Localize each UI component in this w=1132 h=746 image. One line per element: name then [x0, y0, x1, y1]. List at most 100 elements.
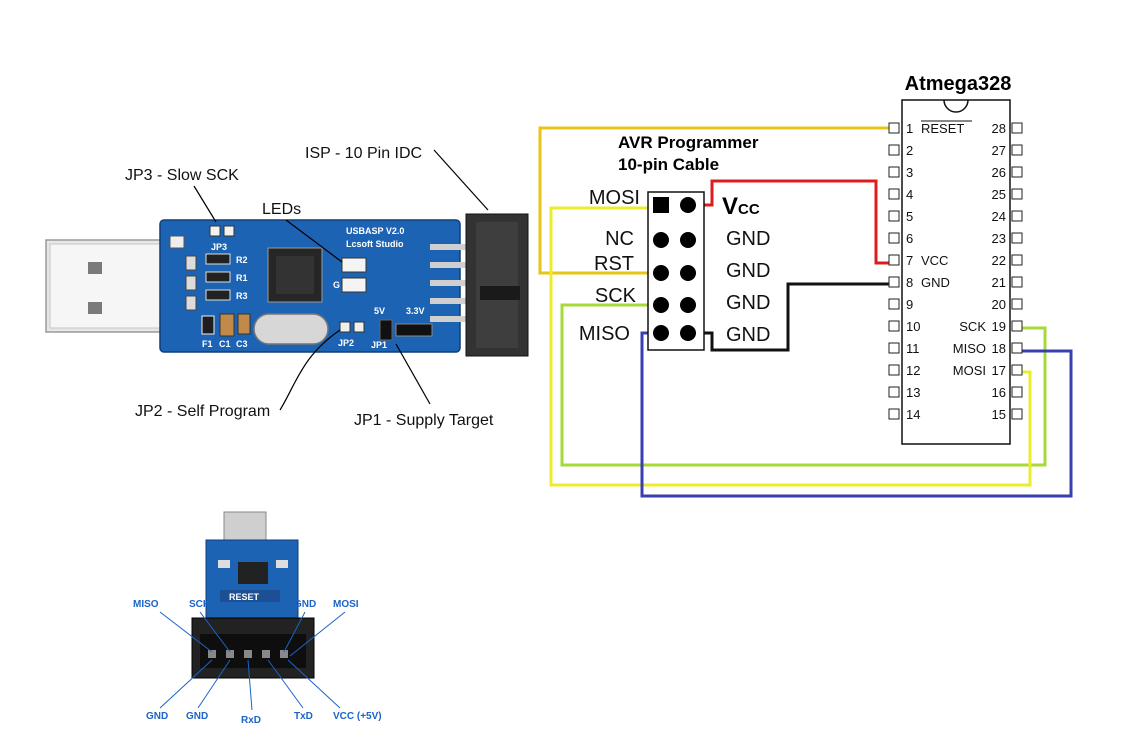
chip-pin-left-name: VCC: [921, 253, 948, 268]
cable-label-gnd: GND: [726, 292, 770, 314]
mcu-die: [276, 256, 314, 294]
resistor-r3: [205, 289, 231, 301]
cable-pin: [653, 297, 669, 313]
adapter-label-mosi: MOSI: [333, 599, 359, 610]
c1-silk: C1: [219, 339, 231, 349]
chip-pin-pad-right: [1011, 342, 1023, 354]
adapter-chip: [238, 562, 268, 584]
f1-silk: F1: [202, 339, 213, 349]
wires: [538, 126, 1073, 498]
cable-label-sck: SCK: [595, 285, 637, 307]
leds-callout-label: LEDs: [262, 201, 301, 218]
idc-key-slot: [480, 286, 520, 300]
cable-title-line2: 10-pin Cable: [618, 155, 719, 174]
adapter-reset-silk: RESET: [229, 592, 260, 602]
chip-pin-left-number: 6: [906, 231, 913, 246]
chip-pin-right-number: 18: [992, 341, 1006, 356]
jp1-33v-silk: 3.3V: [406, 306, 425, 316]
adapter-idc-pin: [244, 650, 252, 658]
crystal: [253, 313, 329, 345]
adapter-leader: [287, 659, 341, 709]
chip-pin-pad-left: [888, 232, 900, 244]
chip-pin-left-number: 13: [906, 385, 920, 400]
jp1-jumper: [379, 319, 393, 341]
leds-callout-line: [285, 219, 343, 263]
adapter-idc-pin: [208, 650, 216, 658]
r1-silk: R1: [236, 273, 248, 283]
adapter-leader: [159, 659, 213, 709]
cable-pin: [653, 325, 669, 341]
adapter-leader: [159, 611, 213, 653]
cable-label-miso: MISO: [579, 323, 630, 345]
chip-pin-left-number: 5: [906, 209, 913, 224]
chip-pin-pad-left: [888, 320, 900, 332]
chip-pin-pad-left: [888, 144, 900, 156]
chip-pin-pad-left: [888, 342, 900, 354]
jp3-pad: [223, 225, 235, 237]
chip-pin-left-number: 10: [906, 319, 920, 334]
chip-pin-pad-right: [1011, 408, 1023, 420]
adapter-leader: [267, 659, 304, 709]
adapter-label-gnd-2: GND: [186, 711, 208, 722]
chip-pin-pad-right: [1011, 122, 1023, 134]
chip-pin-pad-right: [1011, 386, 1023, 398]
chip-pin-pad-right: [1011, 364, 1023, 376]
jp2-callout-line: [279, 329, 341, 411]
chip-pin-right-number: 26: [992, 165, 1006, 180]
isp-pin: [430, 298, 470, 304]
chip-pin-left-number: 8: [906, 275, 913, 290]
isp-pin: [430, 262, 470, 268]
board-subtitle: Lcsoft Studio: [346, 239, 404, 249]
board-callouts: ISP - 10 Pin IDC JP3 - Slow SCK LEDs JP2…: [125, 145, 494, 429]
chip-pin-right-number: 22: [992, 253, 1006, 268]
adapter-usb-plug: [223, 511, 267, 543]
chip-pin-left-number: 14: [906, 407, 920, 422]
cable-pin: [653, 232, 669, 248]
r3-silk: R3: [236, 291, 248, 301]
jp1-5v-silk: 5V: [374, 306, 385, 316]
chip-pin-right-number: 19: [992, 319, 1006, 334]
adapter-leader: [289, 611, 346, 657]
adapter-idc-inner: [200, 634, 306, 668]
cable-pin: [680, 197, 696, 213]
isp-pin: [430, 316, 470, 322]
chip-pin-pad-left: [888, 166, 900, 178]
chip-pin-right-name: SCK: [959, 319, 986, 334]
small-adapter: RESET MISO SCK GND MOSI GND GND RxD TxD …: [133, 511, 382, 726]
wire-mosi: [549, 206, 1032, 487]
chip-pin-right-name: MOSI: [953, 363, 986, 378]
jp1-header: [395, 323, 433, 337]
cable-label-gnd: GND: [726, 228, 770, 250]
chip-pin-left-number: 9: [906, 297, 913, 312]
chip-pin-pad-right: [1011, 166, 1023, 178]
idc-connector-inner: [476, 222, 518, 348]
jp2-pad: [353, 321, 365, 333]
cable-label-gnd: GND: [726, 324, 770, 346]
adapter-idc-pin: [226, 650, 234, 658]
wire-vcc: [690, 179, 891, 265]
chip-pin-pad-left: [888, 210, 900, 222]
resistor-r1: [205, 271, 231, 283]
chip-pin-left-number: 3: [906, 165, 913, 180]
adapter-label-vcc: VCC (+5V): [333, 711, 382, 722]
isp-pin: [430, 280, 470, 286]
cable-label-rst: RST: [594, 253, 634, 275]
fuse-f1: [201, 315, 215, 335]
jp2-pad: [339, 321, 351, 333]
g-silk: G: [333, 280, 340, 290]
capacitor-c3: [237, 313, 251, 335]
usb-plug-inner: [49, 243, 168, 329]
chip-pin-pad-right: [1011, 298, 1023, 310]
chip-pin-right-number: 15: [992, 407, 1006, 422]
adapter-idc-pin: [262, 650, 270, 658]
chip-pin-left-number: 7: [906, 253, 913, 268]
chip-pin-right-number: 21: [992, 275, 1006, 290]
chip-pin-right-number: 16: [992, 385, 1006, 400]
adapter-part: [276, 560, 288, 568]
chip-pin-right-name: MISO: [953, 341, 986, 356]
chip-pin-left-name: RESET: [921, 121, 964, 136]
chip-body: [901, 99, 1011, 445]
chip-pin-pad-left: [888, 408, 900, 420]
led: [341, 257, 367, 273]
